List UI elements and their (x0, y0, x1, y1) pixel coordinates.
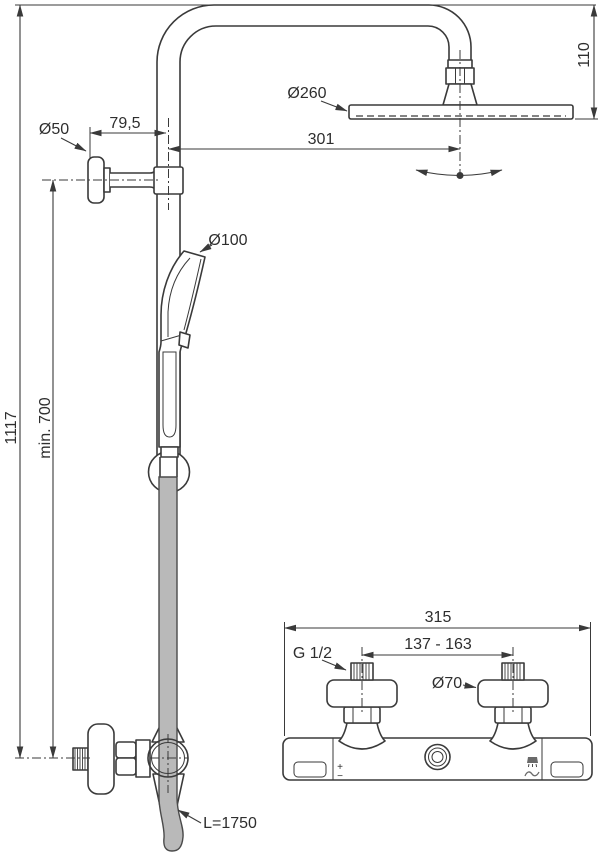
wave-icon (524, 771, 540, 777)
mixer-right-bell (489, 722, 537, 750)
hand-shower-connector (160, 457, 177, 477)
dim-head-offset: 110 (576, 42, 593, 68)
temp-plus-marking: + (337, 762, 343, 773)
supply-nut-upper (115, 741, 137, 759)
dim-mixer-width: 315 (425, 609, 452, 626)
dim-rain-head-diameter: Ø260 (287, 85, 326, 102)
dim-hand-shower-diameter: Ø100 (208, 232, 247, 249)
mixer-right-thread-hatch (504, 663, 521, 680)
leader-escutcheon-diameter (462, 682, 477, 689)
leader-hand-shower-diameter (199, 243, 213, 253)
hand-shower (158, 250, 206, 448)
dim-inlet-distance: 137 - 163 (404, 636, 472, 653)
shower-column (72, 4, 574, 852)
shower-arm-outer-line (156, 4, 472, 460)
hand-shower-edge-line (183, 258, 202, 331)
mixer-right-nut (494, 706, 532, 724)
mixer-center-outlet-inner (431, 751, 444, 763)
mixer-right-handle-label (550, 761, 584, 778)
swivel-arrow-icon (415, 169, 503, 179)
mixer-left-thread-hatch (353, 663, 370, 680)
hand-shower-connector-lines (159, 457, 178, 477)
hand-shower-neck (160, 446, 179, 458)
dim-hose-length: L=1750 (203, 815, 257, 832)
shower-arm-inner-line (179, 25, 450, 460)
dim-inlet-thread: G 1/2 (293, 645, 332, 662)
supply-nipple-threads (74, 748, 86, 770)
mixer-handle-dividers (332, 738, 543, 780)
mixer-center-outlet-outer (424, 743, 451, 771)
hand-shower-face-line (167, 257, 191, 337)
spray-icon (527, 757, 538, 768)
mixer-left-handle-label (293, 761, 327, 778)
dim-riser-to-head: 301 (308, 131, 335, 148)
mixer-left-nut (343, 706, 381, 724)
supply-nut-lower (115, 757, 137, 776)
shower-hose (158, 476, 184, 852)
dimension-annotations: 1117 min. 700 110 Ø260 Ø50 79,5 301 Ø100… (3, 4, 598, 832)
dim-wall-to-riser: 79,5 (109, 115, 140, 132)
hand-shower-clip (178, 331, 191, 349)
mixer-valve: + − (282, 662, 593, 782)
leader-inlet-thread (321, 659, 347, 671)
dim-min-height: min. 700 (37, 397, 54, 458)
dim-overall-height: 1117 (3, 411, 20, 444)
temp-minus-marking: − (337, 771, 343, 782)
shower-arm (157, 5, 471, 460)
dim-bracket-diameter: Ø50 (39, 121, 69, 138)
leader-bracket-diameter (60, 137, 87, 152)
rain-shower-head (348, 104, 574, 120)
mixer-left-bell (338, 722, 386, 750)
head-nut-facets (455, 68, 465, 84)
leader-rain-head-diameter (320, 100, 348, 112)
mixer-left-nut-facets (352, 707, 372, 723)
supply-flange (87, 723, 115, 795)
hand-shower-grip-inner (162, 351, 177, 438)
mixer-right-nut-facets (503, 707, 523, 723)
dim-escutcheon-diameter: Ø70 (432, 675, 462, 692)
mixer-center-outlet-mid (428, 747, 447, 767)
leader-hose-length (177, 809, 202, 824)
